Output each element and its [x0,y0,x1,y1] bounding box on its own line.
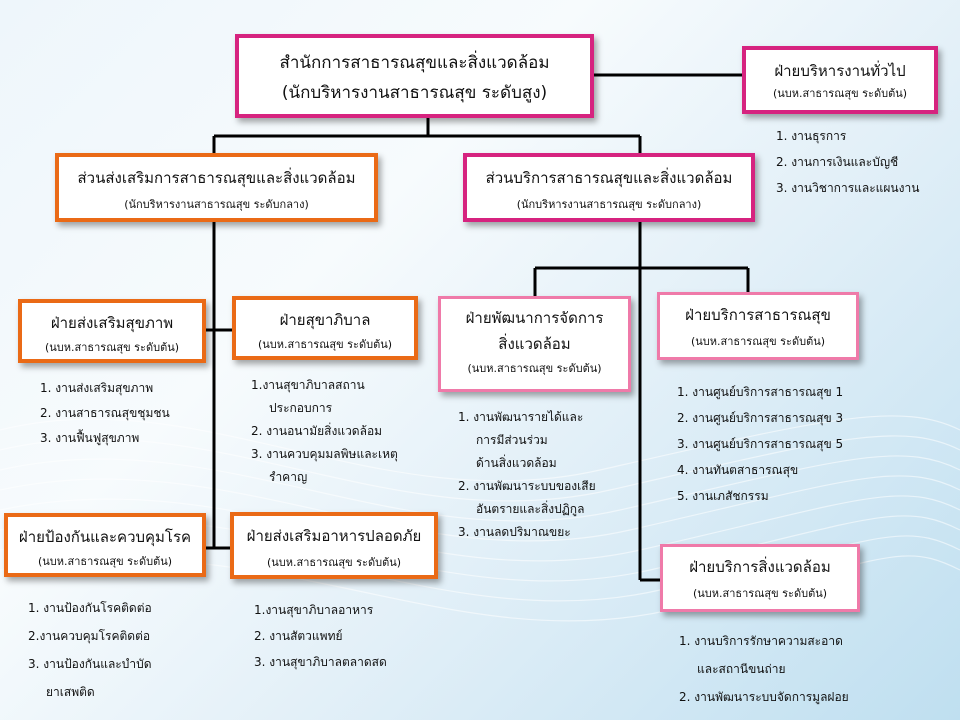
list-item: 1. งานส่งเสริมสุขภาพ [40,381,154,395]
service-division-box: ส่วนบริการสาธารณสุขและสิ่งแวดล้อม (นักบร… [463,153,755,222]
list-item: 3. งานลดปริมาณขยะ [458,525,571,539]
env-management-list: 1. งานพัฒนารายได้และ การมีส่วนร่วม ด้านส… [458,406,596,544]
disease-control-box: ฝ่ายป้องกันและควบคุมโรค (นบห.สาธารณสุข ร… [4,513,206,577]
sanitation-list: 1.งานสุขาภิบาลสถาน ประกอบการ 2. งานอนามั… [251,374,398,489]
sanitation-box: ฝ่ายสุขาภิบาล (นบห.สาธารณสุข ระดับต้น) [232,296,418,360]
env-management-title-line1: ฝ่ายพัฒนาการจัดการ [465,309,604,327]
list-item: 1. งานบริการรักษาความสะอาด [679,634,843,648]
list-item: 1. งานศูนย์บริการสาธารณสุข 1 [677,385,844,399]
health-promotion-list: 1. งานส่งเสริมสุขภาพ 2. งานสาธารณสุขชุมช… [40,376,170,451]
root-subtitle: (นักบริหารงานสาธารณสุข ระดับสูง) [281,83,548,103]
list-item: 3. งานสุขาภิบาลตลาดสด [254,655,387,669]
list-item: 3. งานวิชาการและแผนงาน [776,181,920,195]
list-item: ด้านสิ่งแวดล้อม [476,456,557,470]
list-item: 1. งานป้องกันโรคติดต่อ [28,601,152,615]
list-item: 2.งานควบคุมโรคติดต่อ [28,629,151,643]
env-service-subtitle: (นบห.สาธารณสุข ระดับต้น) [692,587,828,600]
general-admin-subtitle: (นบห.สาธารณสุข ระดับต้น) [772,87,908,100]
list-item: 3. งานป้องกันและบำบัด [28,657,152,671]
list-item: ประกอบการ [269,401,333,415]
health-promotion-box: ฝ่ายส่งเสริมสุขภาพ (นบห.สาธารณสุข ระดับต… [18,299,206,363]
list-item: และสถานีขนถ่าย [697,662,786,676]
service-division-subtitle: (นักบริหารงานสาธารณสุข ระดับกลาง) [516,198,702,211]
env-management-box: ฝ่ายพัฒนาการจัดการ สิ่งแวดล้อม (นบห.สาธา… [438,296,631,392]
promotion-division-title: ส่วนส่งเสริมการสาธารณสุขและสิ่งแวดล้อม [77,169,356,187]
list-item: 3. งานฟื้นฟูสุขภาพ [40,431,140,445]
list-item: 4. งานทันตสาธารณสุข [677,463,799,477]
env-service-list: 1. งานบริการรักษาความสะอาด และสถานีขนถ่า… [679,627,849,711]
list-item: ยาเสพติด [46,685,95,699]
promotion-division-subtitle: (นักบริหารงานสาธารณสุข ระดับกลาง) [124,198,309,211]
general-admin-title: ฝ่ายบริหารงานทั่วไป [774,62,906,80]
food-safety-subtitle: (นบห.สาธารณสุข ระดับต้น) [266,556,402,569]
list-item: 1.งานสุขาภิบาลสถาน [251,378,365,392]
list-item: 3. งานศูนย์บริการสาธารณสุข 5 [677,437,844,451]
env-service-box: ฝ่ายบริการสิ่งแวดล้อม (นบห.สาธารณสุข ระด… [660,544,860,612]
food-safety-box: ฝ่ายส่งเสริมอาหารปลอดภัย (นบห.สาธารณสุข … [230,512,438,579]
public-health-service-subtitle: (นบห.สาธารณสุข ระดับต้น) [690,335,826,348]
general-admin-list: 1. งานธุรการ 2. งานการเงินและบัญชี 3. งา… [776,123,919,201]
list-item: 1.งานสุขาภิบาลอาหาร [254,603,374,617]
general-admin-box: ฝ่ายบริหารงานทั่วไป (นบห.สาธารณสุข ระดับ… [742,46,938,114]
health-promotion-subtitle: (นบห.สาธารณสุข ระดับต้น) [44,341,180,354]
list-item: 2. งานพัฒนาระบบของเสีย [458,479,596,493]
sanitation-subtitle: (นบห.สาธารณสุข ระดับต้น) [257,338,393,351]
list-item: 2. งานการเงินและบัญชี [776,155,899,169]
service-division-title: ส่วนบริการสาธารณสุขและสิ่งแวดล้อม [485,169,733,187]
list-item: 5. งานเภสัชกรรม [677,489,769,503]
disease-control-title: ฝ่ายป้องกันและควบคุมโรค [18,528,192,546]
sanitation-title: ฝ่ายสุขาภิบาล [279,311,371,329]
public-health-service-list: 1. งานศูนย์บริการสาธารณสุข 1 2. งานศูนย์… [677,379,843,509]
list-item: การมีส่วนร่วม [476,433,548,447]
list-item: 3. งานควบคุมมลพิษและเหตุ [251,447,398,461]
root-office-box: สำนักการสาธารณสุขและสิ่งแวดล้อม (นักบริห… [235,34,594,118]
promotion-division-box: ส่วนส่งเสริมการสาธารณสุขและสิ่งแวดล้อม (… [55,153,378,222]
env-management-title-line2: สิ่งแวดล้อม [498,335,571,353]
disease-control-subtitle: (นบห.สาธารณสุข ระดับต้น) [37,555,173,568]
disease-control-list: 1. งานป้องกันโรคติดต่อ 2.งานควบคุมโรคติด… [28,594,152,706]
list-item: 2. งานสัตวแพทย์ [254,629,343,643]
list-item: 2. งานพัฒนาระบบจัดการมูลฝอย [679,690,849,704]
root-title: สำนักการสาธารณสุขและสิ่งแวดล้อม [279,53,550,73]
list-item: รำคาญ [269,470,308,484]
env-service-title: ฝ่ายบริการสิ่งแวดล้อม [689,558,831,576]
list-item: 1. งานธุรการ [776,129,847,143]
food-safety-list: 1.งานสุขาภิบาลอาหาร 2. งานสัตวแพทย์ 3. ง… [254,597,387,675]
public-health-service-title: ฝ่ายบริการสาธารณสุข [685,306,831,324]
list-item: 2. งานอนามัยสิ่งแวดล้อม [251,424,383,438]
list-item: อันตรายและสิ่งปฏิกูล [476,502,585,516]
list-item: 1. งานพัฒนารายได้และ [458,410,584,424]
env-management-subtitle: (นบห.สาธารณสุข ระดับต้น) [467,362,602,375]
list-item: 2. งานศูนย์บริการสาธารณสุข 3 [677,411,844,425]
public-health-service-box: ฝ่ายบริการสาธารณสุข (นบห.สาธารณสุข ระดับ… [657,292,859,360]
food-safety-title: ฝ่ายส่งเสริมอาหารปลอดภัย [246,527,422,545]
health-promotion-title: ฝ่ายส่งเสริมสุขภาพ [50,314,174,332]
list-item: 2. งานสาธารณสุขชุมชน [40,406,170,420]
